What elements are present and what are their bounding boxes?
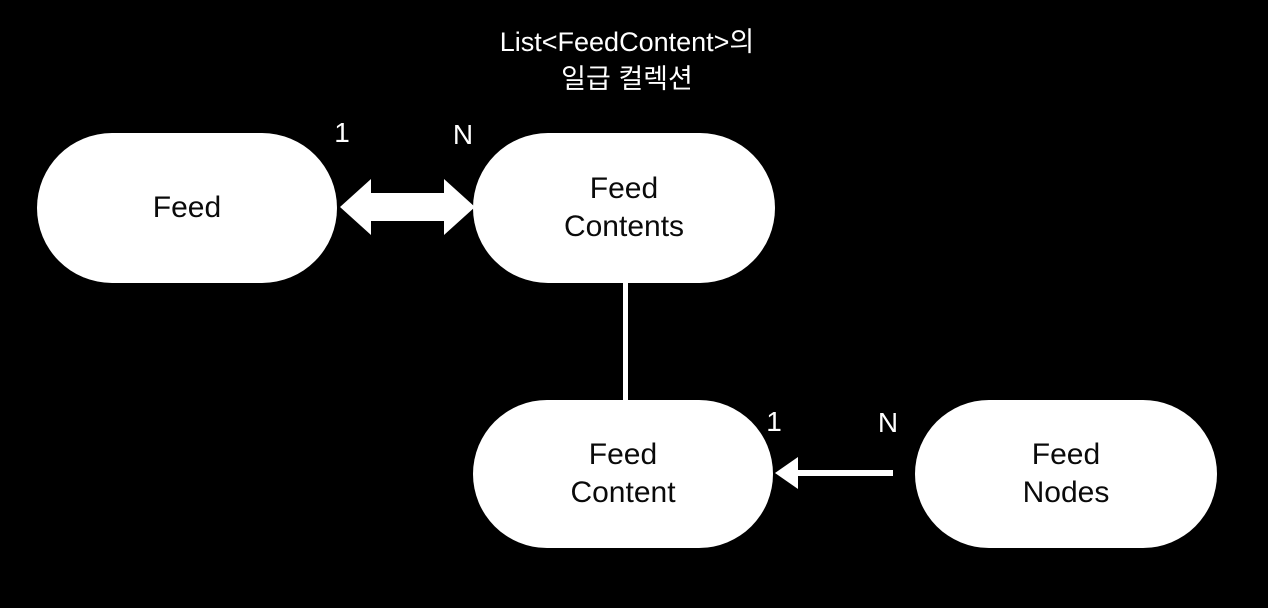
bidirectional-arrow [340,179,475,235]
node-feed-content-label-line2: Content [570,476,676,509]
node-feed-contents-label-line1: Feed [589,172,659,205]
arrowhead-right-icon [444,179,475,235]
node-feed-nodes-label-line1: Feed [1031,438,1101,471]
single-arrow [775,457,893,489]
node-feed-nodes-label-line2: Nodes [1022,476,1110,509]
multiplicity-label-feed-nodes-side: N [877,407,899,438]
node-feed-contents-label-line2: Contents [563,210,685,243]
node-feed-nodes: Feed Nodes [915,400,1217,548]
node-feed-content: Feed Content [473,400,773,548]
node-feed-content-label-line1: Feed [588,438,658,471]
multiplicity-label-feed-contents-side: N [452,119,474,150]
multiplicity-label-feed-side: 1 [334,117,350,148]
diagram-title: List<FeedContent>의 일급 컬렉션 [0,24,1254,98]
arrowhead-left-icon [775,457,798,489]
node-feed: Feed [37,133,337,283]
arrow-shaft [368,193,447,221]
arrowhead-left-icon [340,179,371,235]
arrow-shaft [797,470,893,476]
diagram-title-line2: 일급 컬렉션 [561,64,693,94]
multiplicity-label-feed-content-side: 1 [766,406,782,437]
node-feed-label: Feed [152,191,222,224]
vertical-connector-line [623,282,628,401]
diagram-title-line1: List<FeedContent>의 [499,27,755,57]
node-feed-contents: Feed Contents [473,133,775,283]
